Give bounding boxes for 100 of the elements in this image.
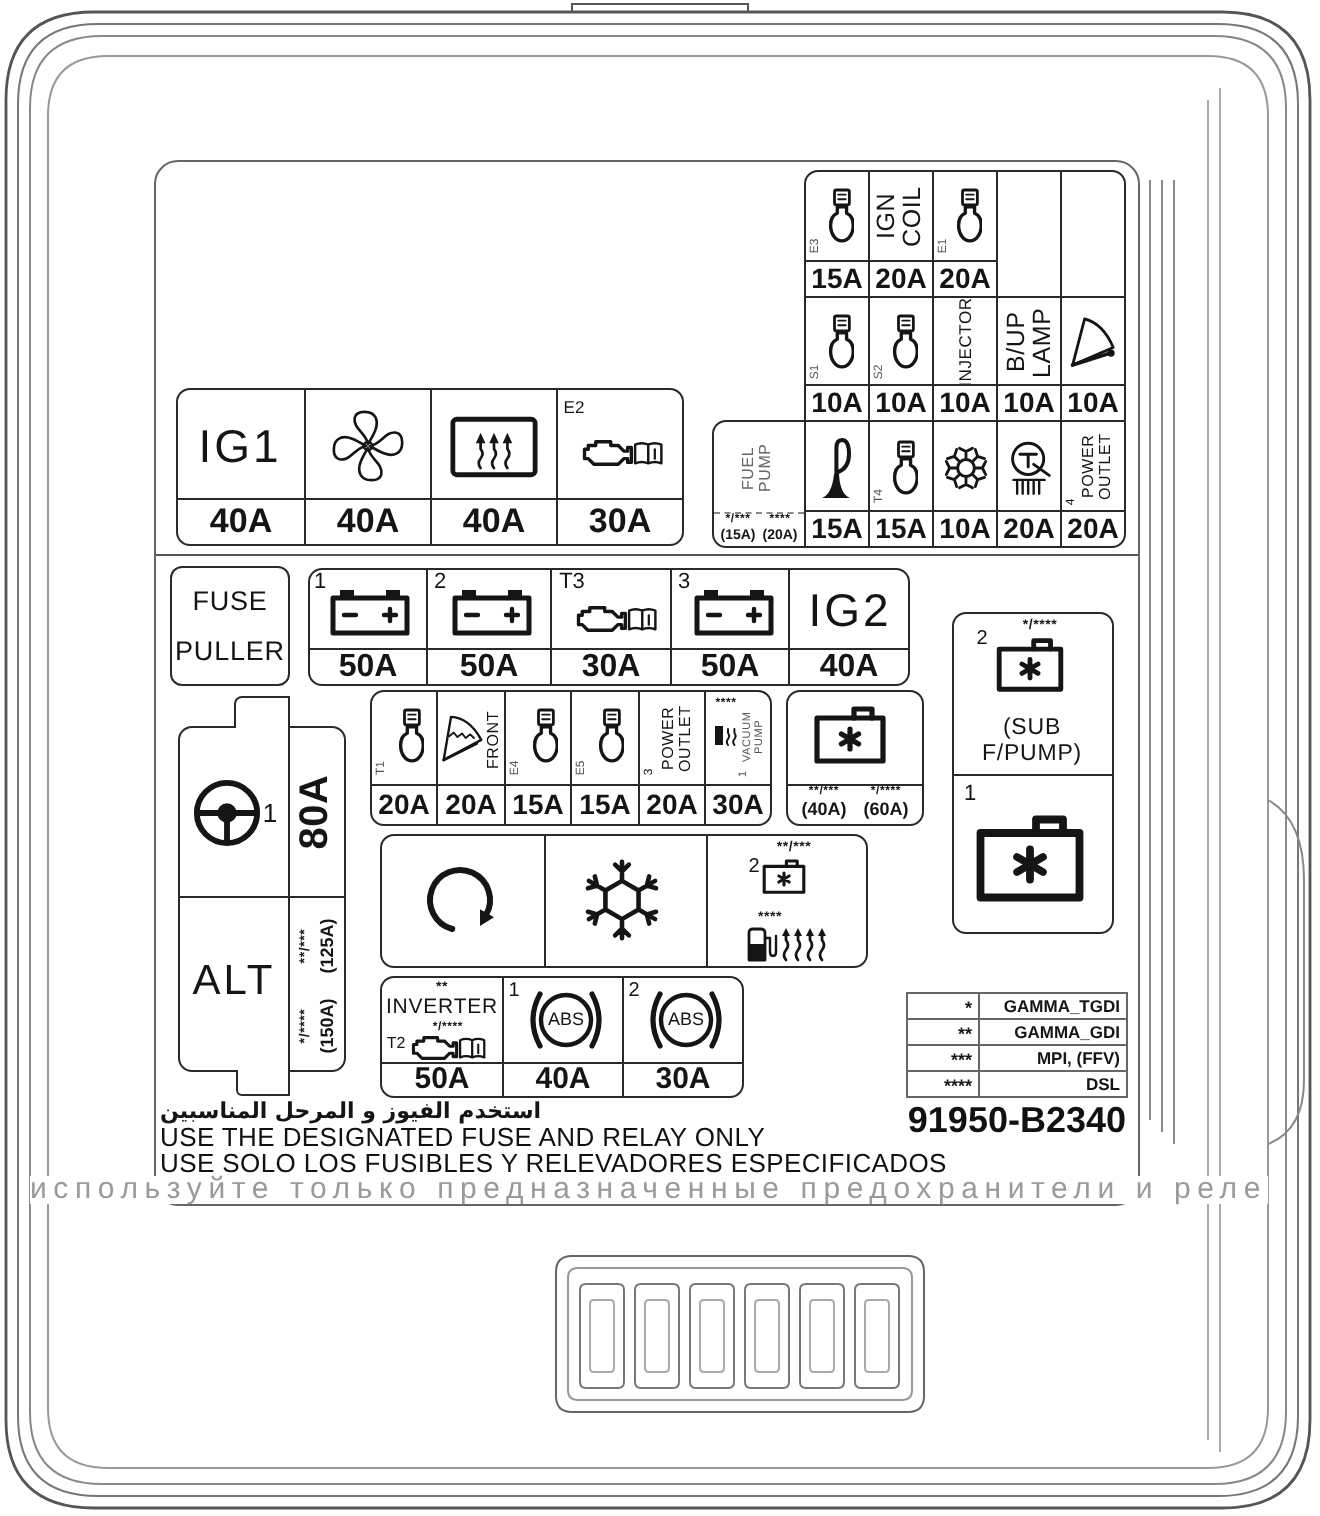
fuse-slot	[1060, 420, 1124, 546]
fuse-rating: 40A	[209, 500, 273, 544]
fuse-rating: (125A)	[318, 918, 338, 974]
fuse-slot	[436, 692, 504, 824]
fuse-slot	[426, 570, 550, 684]
abs-label: ABS	[548, 1010, 584, 1030]
fuse-slot	[932, 296, 996, 420]
circuit-label: FRONT	[485, 710, 503, 770]
relay-block	[952, 612, 1114, 934]
circuit-label: POWER OUTLET	[1081, 432, 1115, 500]
fuse-rating: 15A	[811, 262, 863, 296]
fuse-rating: 10A	[1067, 386, 1119, 420]
circuit-label: FUEL PUMP	[741, 441, 775, 496]
slot-number: 1	[508, 981, 520, 1003]
fuse-block	[370, 690, 772, 826]
circuit-label: (SUB F/PUMP)	[979, 715, 1085, 769]
fuse-rating: 20A	[646, 786, 698, 824]
fuse-rating: 40A	[535, 1064, 591, 1096]
fuse-rating: 15A	[875, 512, 927, 546]
circuit-label: INJECTOR	[957, 297, 975, 387]
fuse-rating: 50A	[338, 650, 398, 684]
engine-type: GAMMA_TGDI	[980, 994, 1128, 1020]
fuse-rating: 40A	[819, 650, 879, 684]
fuse-slot	[996, 296, 1060, 420]
fuse-rating: 15A	[512, 786, 564, 824]
fuse-rating: 30A	[655, 1064, 711, 1096]
fuse-rating: 30A	[588, 500, 652, 544]
fuse-rating: 15A	[579, 786, 631, 824]
fuse-rating: (40A)	[801, 799, 847, 819]
fuse-block	[308, 568, 910, 686]
fuse-slot	[556, 390, 682, 544]
engine-type: GAMMA_GDI	[980, 1020, 1128, 1046]
slot-number: 3	[677, 572, 691, 596]
fuse-rating: 10A	[939, 386, 991, 420]
fuse-rating: (60A)	[863, 799, 909, 819]
circuit-label: FUSE PULLER	[174, 584, 286, 670]
fuse-rating: 10A	[811, 386, 863, 420]
engine-type: DSL	[980, 1072, 1128, 1098]
engine-type: MPI, (FFV)	[980, 1046, 1128, 1072]
fuse-slot	[304, 390, 430, 544]
fuse-slot	[430, 390, 556, 544]
relay-slot	[786, 690, 924, 826]
slot-number: 2	[748, 857, 760, 879]
fuse-rating: 20A	[875, 262, 927, 296]
fuse-rating: 20A	[445, 786, 497, 824]
fuse-rating: 50A	[414, 1064, 470, 1096]
fuse-slot	[502, 978, 622, 1096]
fuse-block	[804, 170, 1126, 548]
fuse-rating: 20A	[1067, 512, 1119, 546]
abs-label: ABS	[668, 1010, 704, 1030]
fuse-rating: 30A	[712, 786, 764, 824]
fuse-rating: 10A	[1003, 386, 1055, 420]
warning-text: استخدم الفيوز و المرحل المناسبين	[160, 1098, 542, 1124]
fuse-rating: 10A	[939, 512, 991, 546]
circuit-label: IGN COIL	[873, 183, 927, 249]
fuse-rating: 30A	[581, 650, 641, 684]
fuse-block	[380, 976, 744, 1098]
fuse-rating: 20A	[939, 262, 991, 296]
warning-text: используйте только предназначенные предохранители и реле	[30, 1176, 1268, 1204]
slot-number: 2	[976, 629, 988, 651]
slot-number: 1	[963, 784, 977, 808]
circuit-label: INVERTER	[385, 997, 499, 1019]
circuit-label: POWER OUTLET	[661, 704, 695, 772]
fuse-block	[176, 388, 684, 546]
circuit-label: IG1	[198, 421, 282, 471]
fuse-slot	[504, 692, 570, 824]
fuse-puller-slot	[170, 566, 290, 686]
slot-number: T2	[386, 1035, 406, 1053]
fuse-slot	[996, 420, 1060, 546]
slot-number: E2	[563, 399, 585, 417]
fuse-slot	[550, 570, 670, 684]
slot-number: 2	[628, 981, 640, 1003]
fuse-slot	[712, 420, 806, 548]
fuse-slot	[1060, 296, 1124, 420]
fuse-rating: 50A	[459, 650, 519, 684]
fuse-rating: 20A	[1003, 512, 1055, 546]
fuse-slot	[868, 172, 932, 296]
warning-text: USE THE DESIGNATED FUSE AND RELAY ONLY	[160, 1124, 766, 1150]
fuse-slot	[932, 172, 996, 296]
fuse-slot	[704, 692, 770, 824]
part-number: 91950-B2340	[907, 1102, 1126, 1138]
warning-text: USE SOLO LOS FUSIBLES Y RELEVADORES ESPECIFICADOS	[160, 1150, 947, 1176]
fuse-rating: (150A)	[318, 998, 338, 1054]
slot-number: 1	[313, 572, 327, 596]
fuse-slot	[932, 420, 996, 546]
fuse-slot	[868, 296, 932, 420]
circuit-label: IG2	[808, 585, 892, 635]
fuse-rating: 10A	[875, 386, 927, 420]
fuse-rating: 40A	[462, 500, 526, 544]
slot-number: T3	[559, 572, 585, 596]
circuit-label: B/UP LAMP	[1003, 304, 1057, 380]
circuit-label: 80A	[295, 774, 337, 850]
fuse-slot	[570, 692, 638, 824]
fuse-slot	[670, 570, 788, 684]
fuse-rating: 15A	[811, 512, 863, 546]
circuit-label: ALT	[192, 959, 276, 1005]
fuse-rating: 20A	[378, 786, 430, 824]
fuse-rating: 40A	[336, 500, 400, 544]
fuse-slot	[638, 692, 704, 824]
slot-number: 1	[262, 800, 278, 828]
